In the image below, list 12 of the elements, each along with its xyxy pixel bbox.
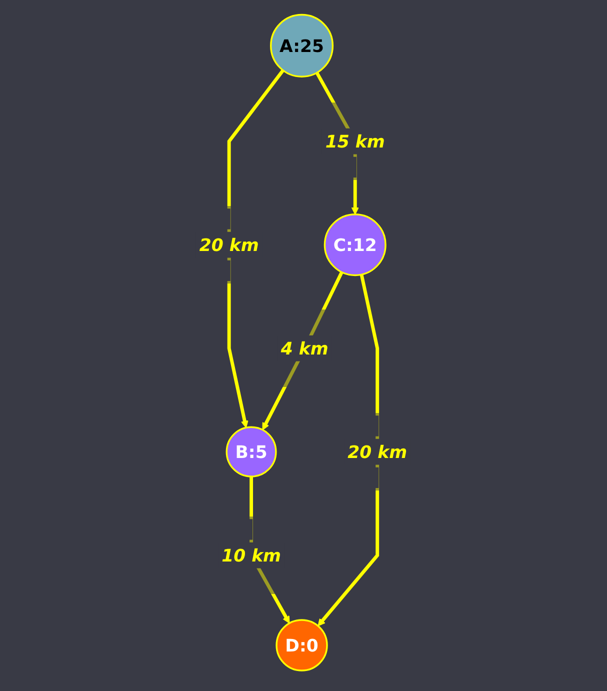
node-circle [270, 14, 334, 78]
edge-label: 20 km [200, 234, 260, 256]
node-circle [226, 426, 278, 478]
edge-label: 20 km [348, 441, 408, 462]
arrow [228, 69, 285, 428]
edge-label: 4 km [281, 338, 329, 359]
graph-drawing: 20 km 15 km 4 km 10 km 20 km A:25 B:5 C:12 D:0 [189, 0, 418, 691]
edge-label: 10 km [222, 544, 282, 566]
node-circle [324, 214, 387, 276]
arrow [262, 271, 344, 430]
edge-label: 15 km [326, 130, 386, 152]
node-circle [276, 619, 328, 672]
